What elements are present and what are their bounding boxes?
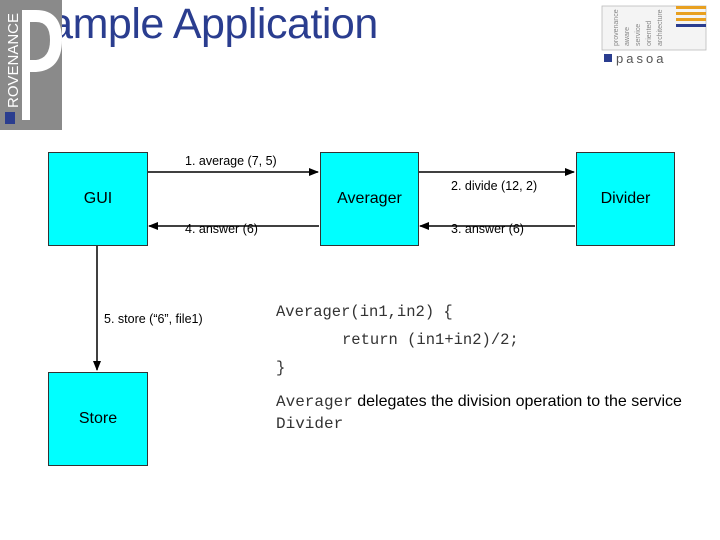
gui-box: GUI: [48, 152, 148, 246]
logo-word-2: service: [635, 24, 642, 46]
slide-title: Example Application: [0, 0, 378, 48]
logo-right-words: provenance aware service oriented architectu…: [613, 9, 664, 46]
delegation-note: Averager delegates the division operatio…: [276, 391, 696, 435]
logo-word-1: aware: [624, 27, 631, 46]
note-divider: Divider: [276, 415, 344, 433]
gui-label: GUI: [83, 190, 113, 207]
provenance-logo: ROVENANCE: [0, 0, 62, 130]
note-text: delegates the division operation to the …: [352, 393, 682, 410]
store-box: Store: [48, 372, 148, 466]
message-answer-3: 3. answer (6): [451, 222, 524, 236]
store-label: Store: [78, 410, 118, 427]
code-line-1: Averager(in1,in2) {: [276, 303, 453, 321]
logo-right-name: pasoa: [616, 51, 666, 66]
logo-word-3: oriented: [646, 21, 653, 46]
message-divide: 2. divide (12, 2): [451, 179, 538, 193]
logo-p-counter: [30, 22, 50, 60]
logo-right-stripe-3: [676, 18, 706, 21]
logo-left-square: [5, 112, 15, 124]
logo-right-square: [604, 54, 612, 62]
code-line-2: return (in1+in2)/2;: [342, 331, 519, 349]
logo-left-text: ROVENANCE: [5, 13, 22, 108]
logo-p-stem: [22, 10, 30, 120]
logo-word-0: provenance: [613, 9, 620, 46]
averager-label: Averager: [337, 190, 402, 207]
logo-right-stripe-4: [676, 24, 706, 27]
message-average: 1. average (7, 5): [185, 154, 277, 168]
averager-box: Averager: [320, 152, 419, 246]
message-answer-4: 4. answer (6): [185, 222, 258, 236]
message-store: 5. store (“6”, file1): [104, 312, 203, 326]
divider-label: Divider: [600, 190, 651, 207]
pasoa-logo: provenance aware service oriented architectu…: [601, 5, 707, 66]
code-line-3: }: [276, 359, 286, 377]
logo-right-stripe-2: [676, 12, 706, 15]
note-averager: Averager: [276, 393, 353, 411]
logo-word-4: architecture: [657, 9, 664, 46]
logo-right-stripe-1: [676, 6, 706, 9]
divider-box: Divider: [576, 152, 675, 246]
